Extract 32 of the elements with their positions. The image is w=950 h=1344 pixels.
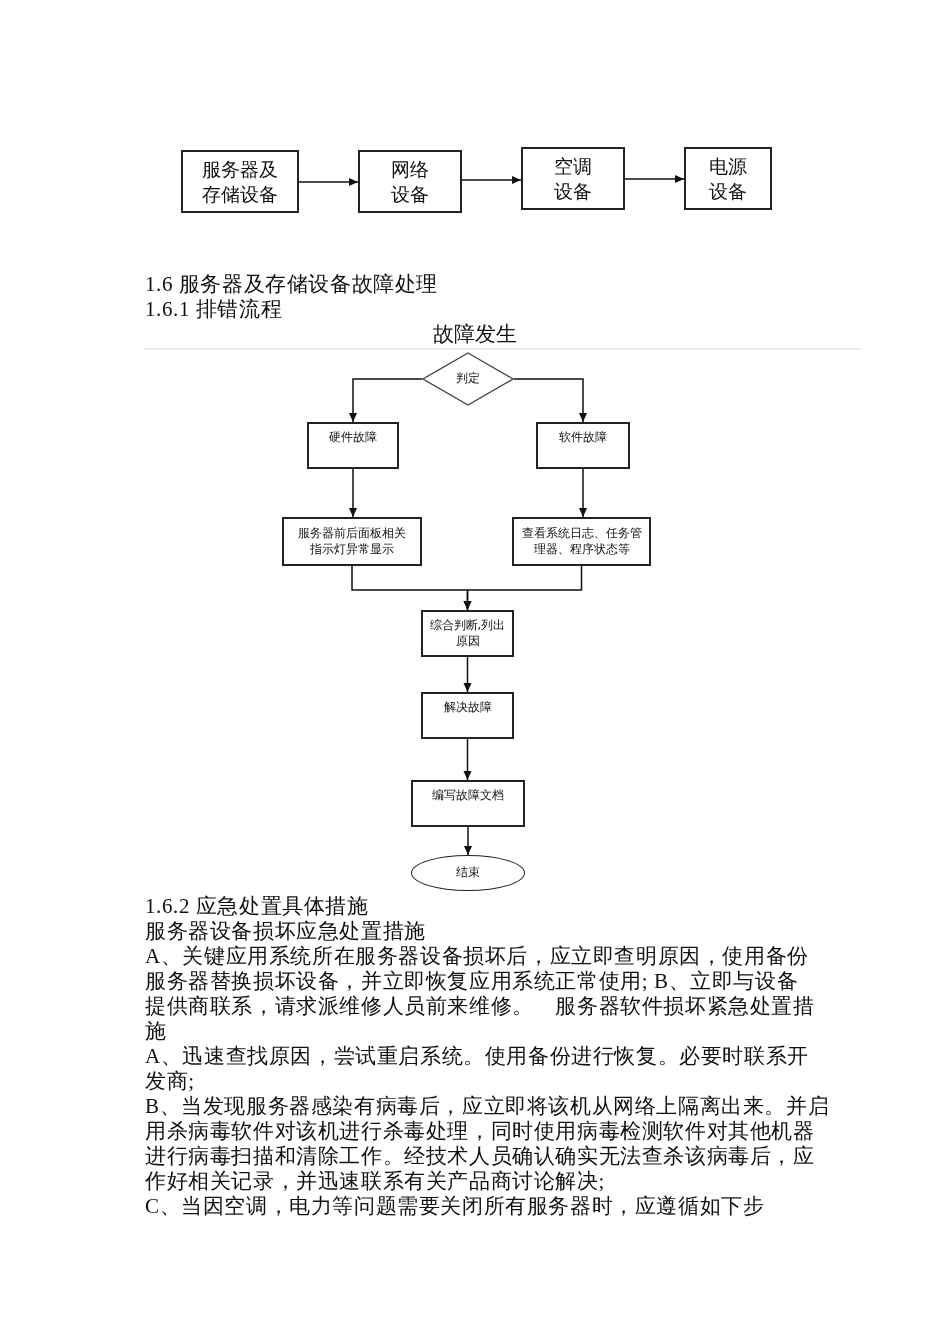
process-box: 电源设备 <box>684 147 772 210</box>
process-box: 服务器前后面板相关指示灯异常显示 <box>282 517 422 566</box>
process-box: 硬件故障 <box>307 422 399 469</box>
process-box: 编写故障文档 <box>411 780 525 827</box>
arrow <box>463 656 472 693</box>
section-heading: 1.6 服务器及存储设备故障处理 <box>145 272 440 297</box>
process-box: 解决故障 <box>421 692 514 739</box>
arrow <box>464 826 472 856</box>
paragraph: B、当发现服务器感染有病毒后，应立即将该机从网络上隔离出来。并启用杀病毒软件对该机进行杀毒处理，同时使用病毒检测软件对其他机器进行病毒扫描和清除工作。经技术人员确认确实无法查杀该病毒后，应作好相关记录，并迅速联系有关产品商讨论解决; <box>145 1094 831 1194</box>
paragraph: A、关键应用系统所在服务器设备损坏后，应立即查明原因，使用备份服务器替换损坏设备，并立即恢复应用系统正常使用; B、立即与设备提供商联系，请求派维修人员前来维修。 服务器软件损坏紧急处置措施 <box>145 944 815 1044</box>
section-heading: 1.6.2 应急处置具体措施 <box>145 894 370 919</box>
paragraph: A、迅速查找原因，尝试重启系统。使用备份进行恢复。必要时联系开发商; <box>145 1044 810 1094</box>
arrow <box>461 176 522 184</box>
decision-diamond: 判定 <box>422 352 514 406</box>
section-heading: 1.6.1 排错流程 <box>145 297 284 322</box>
arrow <box>579 468 587 518</box>
arrow <box>624 175 685 183</box>
arrow <box>349 468 357 518</box>
process-box: 服务器及存储设备 <box>181 150 299 213</box>
process-box: 空调设备 <box>521 147 625 210</box>
process-box: 查看系统日志、任务管理器、程序状态等 <box>512 517 651 566</box>
arrow <box>298 178 359 186</box>
arrow <box>463 565 583 611</box>
process-box: 软件故障 <box>536 422 630 469</box>
flowchart-title: 故障发生 <box>432 322 518 347</box>
paragraph: C、当因空调，电力等问题需要关闭所有服务器时，应遵循如下步 <box>145 1194 766 1219</box>
arrow <box>513 378 587 423</box>
process-box: 综合判断,列出原因 <box>421 610 514 657</box>
process-box: 网络设备 <box>358 150 462 213</box>
arrow <box>463 738 472 781</box>
arrow <box>349 378 423 423</box>
subheading: 服务器设备损坏应急处置措施 <box>145 919 427 944</box>
